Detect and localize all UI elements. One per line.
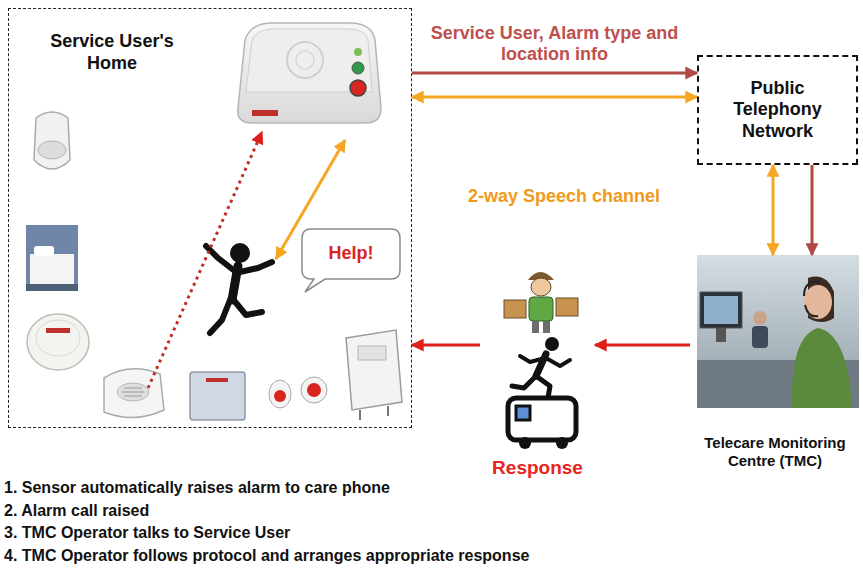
network-box: Public Telephony Network <box>697 55 858 165</box>
step-note: 4. TMC Operator follows protocol and arr… <box>4 546 529 565</box>
motion-sensor <box>34 112 70 169</box>
monitoring-centre-photo <box>792 328 852 408</box>
network-box-text: Public Telephony Network <box>718 78 838 143</box>
monitoring-centre-photo <box>805 305 818 316</box>
delivery-person-icon <box>531 278 551 296</box>
monitoring-centre-photo <box>697 255 859 408</box>
flood-sensor <box>346 330 402 420</box>
stick-figure <box>206 243 272 333</box>
monitoring-centre: Telecare Monitoring Centre (TMC) <box>690 255 860 470</box>
care-phone <box>252 110 278 116</box>
edge-label: Service User, Alarm type and location in… <box>430 23 680 66</box>
speech-bubble-text: Help! <box>329 243 374 265</box>
delivery-person-icon <box>543 321 550 333</box>
monitoring-centre-photo <box>704 296 738 324</box>
flood-sensor <box>346 330 402 410</box>
smoke-detector <box>27 314 89 370</box>
pendant-sensor <box>104 369 164 418</box>
ambulance-icon <box>508 398 576 440</box>
channel-label: 2-way Speech channel <box>468 186 660 208</box>
stick-figure <box>240 262 272 272</box>
connector-arrow <box>595 344 690 347</box>
alarm-pendants <box>301 377 327 403</box>
flood-sensor <box>360 406 388 420</box>
connector-arrow <box>811 165 814 255</box>
step-note: 2. Alarm call raised <box>4 501 149 520</box>
smoke-detector <box>27 314 89 370</box>
stick-figure <box>206 246 236 272</box>
alarm-pendants <box>269 377 327 408</box>
smoke-detector <box>36 320 80 356</box>
step-note: 1. Sensor automatically raises alarm to … <box>4 478 390 497</box>
pendant-sensor <box>117 383 149 401</box>
stick-figure <box>210 300 230 333</box>
motion-sensor <box>34 112 70 169</box>
runner-icon <box>536 376 550 398</box>
care-phone <box>354 48 362 56</box>
step-note: 3. TMC Operator talks to Service User <box>4 523 290 542</box>
home-region: Service User's HomeHelp! <box>8 8 412 428</box>
ambulance-icon <box>556 437 568 449</box>
sensor-signal-arrow <box>148 132 262 388</box>
home-region-text: Service User's Home <box>37 31 187 74</box>
stick-figure <box>232 298 262 315</box>
monitoring-centre-photo <box>700 292 742 328</box>
delivery-person-icon <box>532 321 539 333</box>
connector-arrow <box>412 72 697 75</box>
runner-icon <box>512 337 570 398</box>
runner-icon <box>546 358 570 366</box>
runner-icon <box>520 356 545 362</box>
bed-sensor-photo <box>26 284 78 291</box>
ambulance-icon <box>519 437 531 449</box>
bed-sensor-photo <box>26 225 78 291</box>
delivery-person-icon <box>556 298 578 316</box>
motion-sensor <box>38 141 66 159</box>
care-phone <box>238 23 381 123</box>
delivery-person-icon <box>504 272 578 333</box>
care-phone <box>296 51 314 69</box>
care-phone <box>350 80 366 96</box>
bed-sensor-photo <box>30 254 74 284</box>
connector-arrow <box>772 165 775 255</box>
runner-icon <box>512 376 536 388</box>
bed-sensor-photo <box>26 225 78 291</box>
speech-bubble: Help! <box>301 228 401 280</box>
delivery-person-icon <box>529 297 553 321</box>
delivery-person-icon <box>504 300 526 318</box>
monitoring-centre-text: Telecare Monitoring Centre (TMC) <box>690 434 860 470</box>
smoke-detector <box>46 328 70 333</box>
flood-sensor <box>358 346 386 360</box>
stick-figure <box>230 243 250 263</box>
alarm-pendants <box>269 380 291 408</box>
care-phone <box>352 62 364 74</box>
monitoring-centre-photo <box>697 255 859 408</box>
connector-arrow <box>412 344 480 347</box>
response-group: Response <box>480 265 595 480</box>
monitoring-centre-photo <box>716 328 726 342</box>
care-phone <box>238 23 381 123</box>
monitoring-centre-photo <box>804 282 820 296</box>
pendant-sensor <box>122 388 144 396</box>
ambulance-icon <box>508 398 576 449</box>
monitoring-centre-photo <box>753 311 767 325</box>
monitoring-centre-photo <box>804 285 832 319</box>
connector-arrow <box>412 96 697 99</box>
alarm-pendants <box>307 383 321 397</box>
care-phone <box>287 42 323 78</box>
door-sensor <box>190 372 245 420</box>
response-group-text: Response <box>480 457 595 480</box>
bed-sensor-photo <box>34 246 54 256</box>
door-sensor <box>190 372 245 420</box>
monitoring-centre-photo <box>752 326 768 348</box>
alarm-pendants <box>274 390 286 402</box>
door-sensor <box>206 378 228 382</box>
sensor-signal-arrow <box>148 132 262 388</box>
pendant-sensor <box>104 369 164 418</box>
speech-bubble-outline <box>302 229 400 292</box>
ambulance-icon <box>516 406 530 420</box>
runner-icon <box>545 337 559 351</box>
